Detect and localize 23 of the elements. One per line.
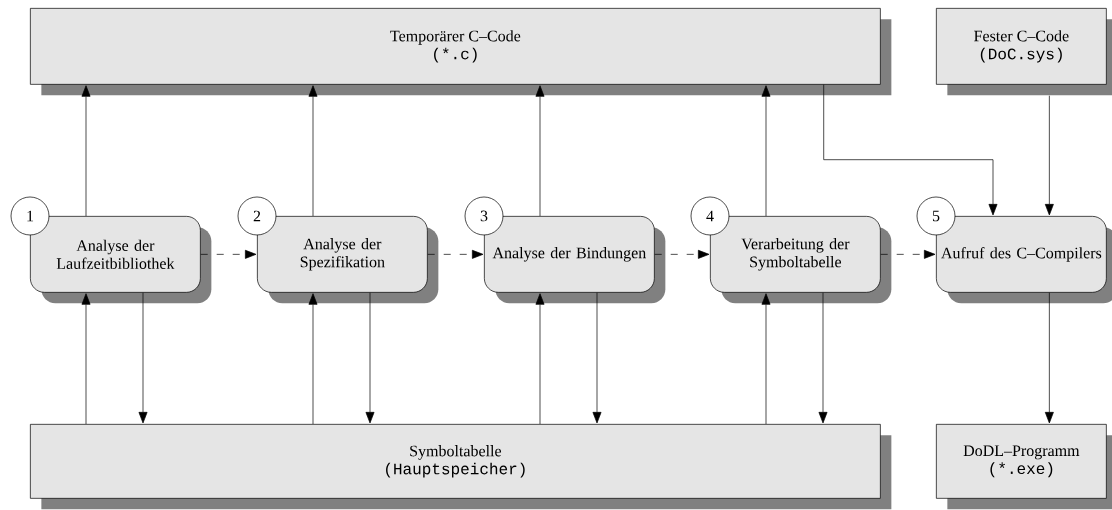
arrow (81, 85, 91, 217)
dashed-arrow (200, 249, 257, 259)
data-box: Fester C–Code (DoC.sys) (936, 8, 1112, 96)
arrow (761, 85, 771, 217)
arrow (823, 84, 998, 216)
arrow (818, 292, 828, 424)
arrow (308, 293, 318, 425)
dashed-arrow (880, 249, 936, 259)
arrow (592, 292, 602, 424)
arrow (1044, 95, 1054, 216)
dashed-arrow (654, 249, 710, 259)
dashed-arrow (427, 249, 484, 259)
arrow (138, 292, 148, 424)
arrow (81, 293, 91, 425)
arrow (365, 292, 375, 424)
arrow (535, 85, 545, 217)
data-box: DoDL–Programm (*.exe) (936, 424, 1112, 510)
data-box: Temporärer C–Code (*.c) (30, 8, 892, 96)
data-box: Symboltabelle (Hauptspeicher) (30, 424, 892, 510)
arrow (308, 85, 318, 217)
arrow (761, 293, 771, 425)
arrow (1044, 292, 1054, 424)
arrow (535, 293, 545, 425)
